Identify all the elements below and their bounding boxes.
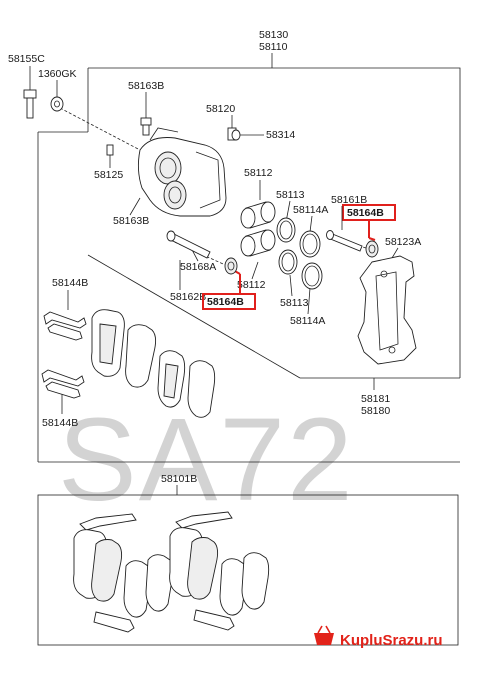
boot-58164b-left [224, 257, 238, 275]
washer-1360gk [50, 96, 64, 112]
label-58180: 58180 [361, 405, 390, 417]
bolt-58155c [23, 89, 37, 119]
basket-icon [314, 625, 334, 645]
piston-58112-low [240, 229, 276, 257]
piston-58112-top [240, 201, 276, 229]
label-58120: 58120 [206, 103, 235, 115]
seal-58113-top [276, 217, 296, 243]
shim-58144b-top [43, 311, 87, 341]
label-58168a: 58168A [180, 261, 216, 273]
label-58114a-low: 58114A [290, 315, 325, 327]
pad-set-58101b-right [169, 511, 270, 631]
brand-name: KupluSrazu.ru [340, 632, 443, 649]
pad-set-58101b-left [73, 513, 174, 633]
label-58314: 58314 [266, 129, 295, 141]
label-58144b-low: 58144B [42, 417, 78, 429]
label-58164b-right: 58164B [347, 207, 384, 219]
brand-logo: KupluSrazu.ru [314, 625, 443, 649]
carrier-58123a [357, 255, 417, 365]
pad-set-frame [37, 494, 459, 646]
label-58101b: 58101B [161, 473, 197, 485]
label-58112-top: 58112 [244, 167, 273, 179]
highlight-box-left [202, 293, 256, 310]
boot-58114a-low [301, 262, 323, 290]
label-58155c: 58155C [8, 53, 45, 65]
cap-58314 [231, 129, 241, 141]
label-58123a: 58123A [385, 236, 421, 248]
shim-58144b-low [41, 369, 85, 399]
seal-58113-low [278, 249, 298, 275]
boot-58164b-right [365, 240, 379, 258]
guide-pin-58162b [166, 230, 211, 259]
boot-58114a-top [299, 230, 321, 258]
label-58163b-top: 58163B [128, 80, 164, 92]
label-58144b-top: 58144B [52, 277, 88, 289]
label-1360gk: 1360GK [38, 68, 77, 80]
caliper-assembly-frame [37, 67, 461, 463]
guide-pin-58161b [326, 230, 363, 252]
label-58113-low: 58113 [280, 297, 309, 309]
label-58112-low: 58112 [237, 279, 266, 291]
sleeve-58125 [106, 144, 114, 156]
label-58181: 58181 [361, 393, 390, 405]
caliper-body [137, 127, 227, 217]
label-58113-top: 58113 [276, 189, 305, 201]
brake-pad-set-assembly [91, 309, 216, 418]
label-58163b-mid: 58163B [113, 215, 149, 227]
label-58162b: 58162B [170, 291, 206, 303]
label-58161b: 58161B [331, 194, 367, 206]
label-58125: 58125 [94, 169, 123, 181]
label-58114a-top: 58114A [293, 204, 328, 216]
label-58110: 58110 [259, 41, 288, 53]
label-58130: 58130 [259, 29, 288, 41]
label-58164b-left: 58164B [207, 296, 244, 308]
bolt-58163b-top [140, 117, 152, 136]
